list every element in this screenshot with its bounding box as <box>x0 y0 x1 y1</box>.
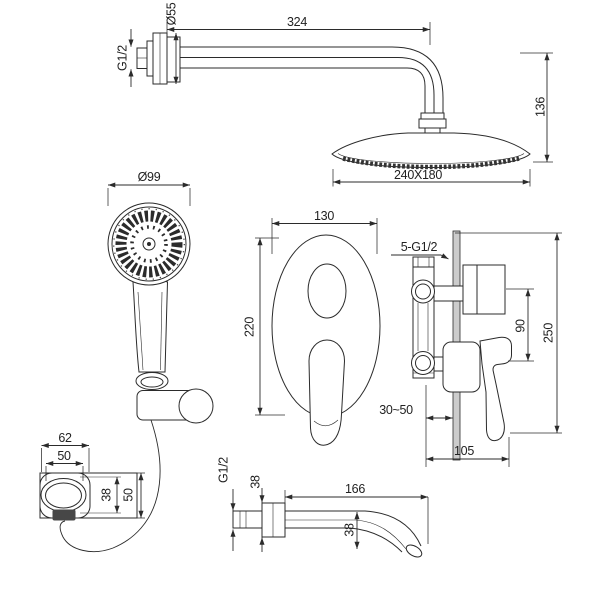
dim-flange-diameter: Ø55 <box>165 2 179 25</box>
shower-arm-mid-line <box>180 57 435 115</box>
overhead-shower-view: 324 Ø55 G1/2 136 240X180 <box>116 2 553 187</box>
mixer-front-view: 130 220 <box>243 209 381 446</box>
dim-outlet-inner-width: 50 <box>57 449 71 463</box>
nozzle-band <box>342 156 520 170</box>
lower-port <box>411 351 435 375</box>
arm-nut-upper <box>420 112 445 120</box>
dim-outlet-plate-width: 62 <box>58 431 72 445</box>
dim-head-size: 240X180 <box>394 168 442 182</box>
wall-outlet-view: 62 50 38 50 <box>39 431 145 521</box>
upper-port <box>411 279 435 304</box>
inner-nozzle-ring <box>130 225 168 263</box>
spray-spoke-ring <box>115 210 183 278</box>
diverter-opening <box>307 263 347 319</box>
rain-shower-head <box>331 132 531 169</box>
dim-body-width: 105 <box>454 444 474 458</box>
arm-nut <box>418 118 447 129</box>
dim-valve-connections: 5-G1/2 <box>401 240 438 254</box>
mixer-side-view: 5-G1/2 90 250 30~50 105 <box>379 230 562 467</box>
mixer-lever-front <box>308 339 346 446</box>
dim-overall-height: 250 <box>542 323 556 343</box>
arm-flange-step <box>166 36 181 83</box>
shower-arm-inner-edge <box>180 67 426 115</box>
dim-head-drop: 136 <box>534 97 548 117</box>
tub-spout-view: G1/2 38 166 38 <box>217 457 429 558</box>
dim-outlet-plate-height: 50 <box>122 488 136 502</box>
spout-tip <box>405 544 423 558</box>
spout-bottom-edge <box>285 527 403 553</box>
diverter-trim <box>462 264 506 315</box>
dim-spout-length: 166 <box>345 482 365 496</box>
dim-handle-spacing: 90 <box>514 319 528 333</box>
handle-stem <box>433 356 444 372</box>
valve-body-cap <box>412 256 435 268</box>
outer-nozzle-ring <box>113 208 185 280</box>
arm-collar <box>146 40 154 77</box>
diverter-stem <box>433 285 467 302</box>
mixer-lever-side <box>479 336 512 442</box>
spout-thread-nipple <box>232 510 263 529</box>
handle-escutcheon <box>442 341 481 393</box>
dim-hand-shower-diameter: Ø99 <box>138 170 161 184</box>
dim-outlet-inner-height: 38 <box>100 488 114 502</box>
dim-arm-wall-thread: G1/2 <box>116 45 130 71</box>
shower-arm-outer-edge <box>180 46 444 115</box>
bracket-knob <box>178 388 214 424</box>
hose-outlet-nipple <box>52 509 76 521</box>
spout-top-edge <box>285 510 422 547</box>
dim-plate-width: 130 <box>314 209 334 223</box>
dim-wall-depth-range: 30~50 <box>379 403 413 417</box>
dim-plate-height: 220 <box>243 317 257 337</box>
shower-hose <box>59 419 161 552</box>
hand-shower-view: Ø99 <box>59 170 214 552</box>
dim-arm-length: 324 <box>287 15 307 29</box>
dim-spout-flange-height: 38 <box>249 475 263 489</box>
dim-spout-thread: G1/2 <box>217 457 231 483</box>
spout-flange <box>261 502 286 538</box>
dim-spout-drop: 38 <box>343 523 357 537</box>
